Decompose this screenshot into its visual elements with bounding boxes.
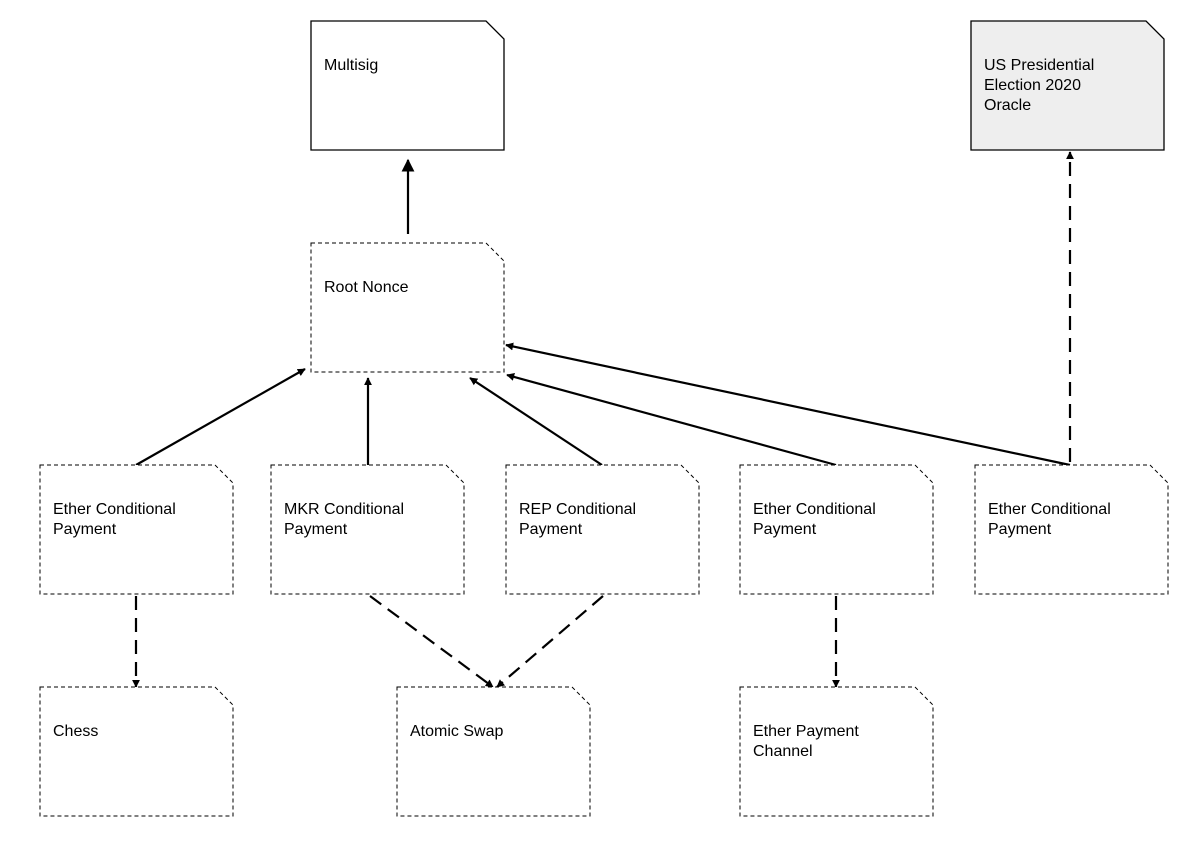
node-shape <box>310 20 505 151</box>
edge-mkr-conditional-payment-to-atomic-swap <box>369 595 494 688</box>
node-label: Multisig <box>324 57 378 74</box>
edge-rep-conditional-payment-to-root-nonce <box>469 377 603 466</box>
node-shape <box>739 464 934 595</box>
edge-rep-conditional-payment-to-atomic-swap <box>496 595 604 688</box>
node-shape <box>974 464 1169 595</box>
node-root-nonce: Root Nonce <box>310 242 505 373</box>
node-label: Chess <box>53 723 98 740</box>
node-shape <box>739 686 934 817</box>
node-chess: Chess <box>39 686 234 817</box>
node-label: Atomic Swap <box>410 723 503 740</box>
node-shape <box>39 464 234 595</box>
node-label: Root Nonce <box>324 279 409 296</box>
edge-ether-conditional-payment-1-to-root-nonce <box>135 368 306 466</box>
node-multisig: Multisig <box>310 20 505 151</box>
node-shape <box>505 464 700 595</box>
node-shape <box>310 242 505 373</box>
node-shape <box>396 686 591 817</box>
node-shape <box>270 464 465 595</box>
edge-ether-conditional-payment-2-to-root-nonce <box>506 373 837 467</box>
edge-ether-conditional-payment-3-to-root-nonce <box>505 342 1071 467</box>
node-shape <box>970 20 1165 151</box>
node-atomic-swap: Atomic Swap <box>396 686 591 817</box>
edges-layer <box>132 151 1074 688</box>
node-shape <box>39 686 234 817</box>
